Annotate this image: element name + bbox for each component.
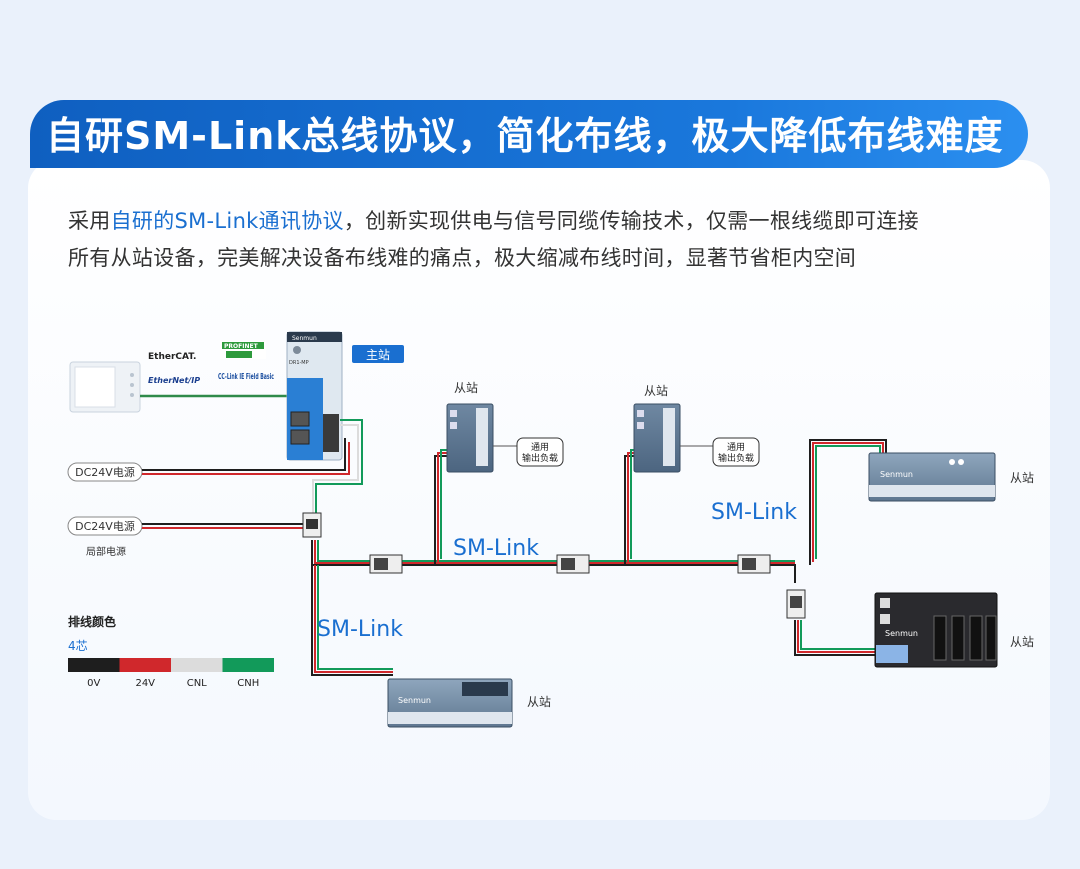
bus-connector xyxy=(786,589,806,619)
legend-label-cnl: CNL xyxy=(187,678,207,689)
slave-module-3: Senmun xyxy=(868,452,996,502)
master-badge-bg xyxy=(352,345,404,363)
intro-highlight: 自研的SM-Link通讯协议 xyxy=(110,209,344,233)
intro-prefix: 采用 xyxy=(68,209,111,233)
legend-swatches: 0V 24V CNL CNH xyxy=(68,658,274,689)
slave-label-1: 从站 xyxy=(454,381,478,395)
bus-connector xyxy=(369,554,403,574)
hmi-device xyxy=(69,361,141,413)
sm-link-label-2: SM-Link xyxy=(711,500,797,525)
legend-swatch-cnh xyxy=(222,658,274,672)
title-banner xyxy=(30,100,1028,168)
bus-connector xyxy=(556,554,590,574)
io-note-1-line2: 输出负载 xyxy=(522,452,558,464)
slave-label-4: 从站 xyxy=(1010,635,1034,649)
page-title: 自研SM-Link总线协议，简化布线，极大降低布线难度 xyxy=(46,114,1004,158)
slave-label-5: 从站 xyxy=(527,695,551,709)
io-note-2-line1: 通用 xyxy=(727,442,745,453)
profinet-text: PROFINET xyxy=(224,343,259,350)
io-note-box-2 xyxy=(712,437,760,467)
power-source-1: DC24V电源 xyxy=(75,465,135,479)
slave-module-4: Senmun xyxy=(874,592,998,668)
sm-link-label-3: SM-Link xyxy=(317,617,403,642)
master-module: Senmun DR1-MP xyxy=(286,331,343,461)
ethercat-logo: EtherCAT. xyxy=(148,352,196,362)
legend-swatch-cnl xyxy=(171,658,223,672)
slave-module-5: Senmun xyxy=(387,678,513,728)
profinet-logo: PROFINET xyxy=(220,341,266,359)
power-wires xyxy=(142,419,363,529)
legend-label-0v: 0V xyxy=(87,678,100,689)
io-note-1-line1: 通用 xyxy=(531,442,549,453)
main-bus-cable xyxy=(311,439,887,676)
legend-swatch-0v xyxy=(68,658,120,672)
io-note-2-line2: 输出负载 xyxy=(718,452,754,464)
legend-label-cnh: CNH xyxy=(237,678,259,689)
power-source-2: DC24V电源 xyxy=(75,519,135,533)
bus-connector xyxy=(302,512,322,538)
slave-module-2 xyxy=(633,403,713,473)
ethernetip-logo: EtherNet/IP xyxy=(148,376,200,385)
legend-label-24v: 24V xyxy=(135,678,155,689)
slave-label-2: 从站 xyxy=(644,384,668,398)
slave-brand: Senmun xyxy=(880,470,913,479)
intro-line2: 所有从站设备，完美解决设备布线难的痛点，极大缩减布线时间，显著节省柜内空间 xyxy=(68,246,857,270)
master-model: DR1-MP xyxy=(289,360,309,366)
master-brand: Senmun xyxy=(292,335,317,342)
slave-module-1 xyxy=(446,403,517,473)
io-note-box-1 xyxy=(516,437,564,467)
slave-brand-5: Senmun xyxy=(398,696,431,705)
sm-link-label-1: SM-Link xyxy=(453,536,539,561)
slave-brand-4: Senmun xyxy=(885,629,918,638)
legend-subtitle: 4芯 xyxy=(68,639,88,653)
power-source-1-box xyxy=(67,462,143,482)
legend-title: 排线颜色 xyxy=(68,614,116,629)
bus-connector xyxy=(737,554,771,574)
intro-paragraph: 采用自研的SM-Link通讯协议，创新实现供电与信号同缆传输技术，仅需一根线缆即… xyxy=(68,203,1028,277)
local-power-label: 局部电源 xyxy=(86,545,126,558)
slave-label-3: 从站 xyxy=(1010,471,1034,485)
master-badge: 主站 xyxy=(366,348,390,362)
legend-swatch-24v xyxy=(119,658,171,672)
cclink-logo: CC-Link IE Field Basic xyxy=(218,372,274,381)
intro-line1-rest: ，创新实现供电与信号同缆传输技术，仅需一根线缆即可连接 xyxy=(343,209,919,233)
power-source-2-box xyxy=(67,516,143,536)
